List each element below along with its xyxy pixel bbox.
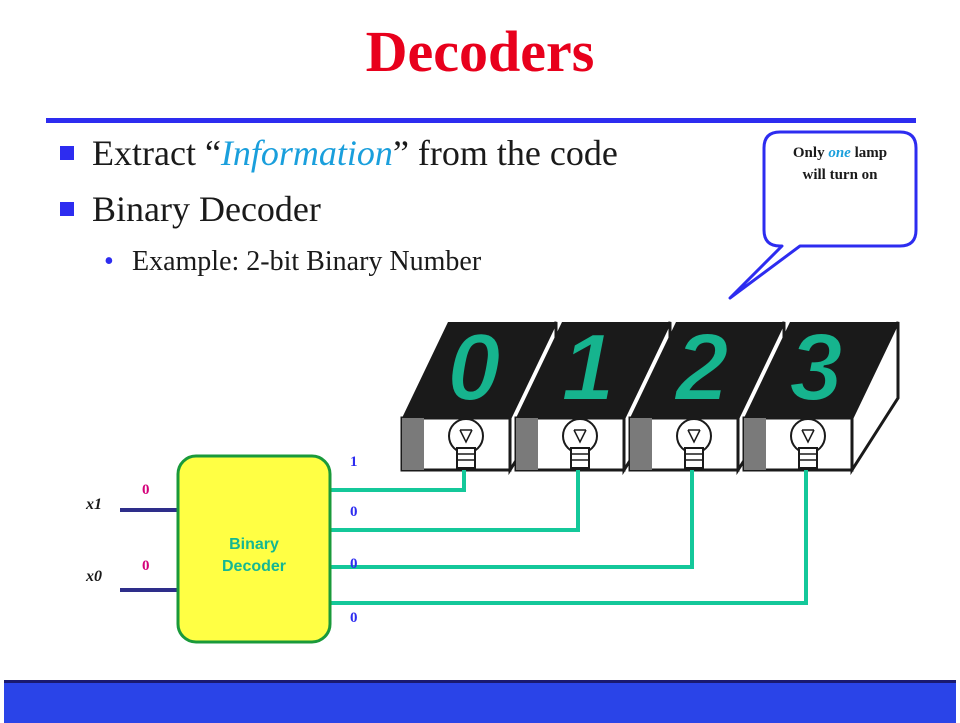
sub-bullet-text: Example: 2-bit Binary Number [132, 246, 482, 277]
output-wire-0 [330, 470, 466, 492]
output-wire-3 [330, 470, 808, 605]
callout-text: Only one lamp will turn on [792, 145, 888, 183]
bullet-binary-decoder: Binary Decoder [60, 186, 760, 242]
title-divider [46, 118, 916, 123]
input-value-x1: 0 [142, 482, 150, 498]
output-wire-2 [330, 470, 694, 569]
output-value-1: 0 [350, 504, 358, 520]
output-value-2: 0 [350, 556, 358, 572]
binary-decoder-block [176, 454, 332, 644]
callout-bubble [728, 130, 918, 300]
callout-emphasis: one [828, 145, 851, 161]
bullet-text: Binary Decoder [92, 189, 321, 229]
output-value-0: 1 [350, 454, 358, 470]
output-value-3: 0 [350, 610, 358, 626]
bullet-list: Extract “Information” from the code Bina… [60, 128, 760, 290]
display-digit: 0 [447, 314, 500, 421]
display-digit: 3 [789, 314, 842, 421]
slide-title: Decoders [365, 19, 595, 84]
display-digit: 2 [673, 314, 728, 421]
footer-bar [4, 680, 956, 723]
square-bullet-icon [60, 202, 74, 216]
emphasis-information: Information [220, 133, 393, 173]
input-value-x0: 0 [142, 558, 150, 574]
bullet-extract-information: Extract “Information” from the code [60, 130, 760, 186]
input-label-x1: x1 [86, 496, 102, 513]
dot-bullet-icon: • [104, 246, 114, 277]
input-label-x0: x0 [86, 568, 102, 585]
decoder-label: Binary Decoder [221, 536, 287, 575]
bullet-text: Extract “Information” from the code [92, 133, 618, 173]
sub-bullet-example: • Example: 2-bit Binary Number [104, 242, 760, 290]
output-wire-1 [330, 470, 580, 532]
display-digit: 1 [561, 314, 614, 421]
square-bullet-icon [60, 146, 74, 160]
